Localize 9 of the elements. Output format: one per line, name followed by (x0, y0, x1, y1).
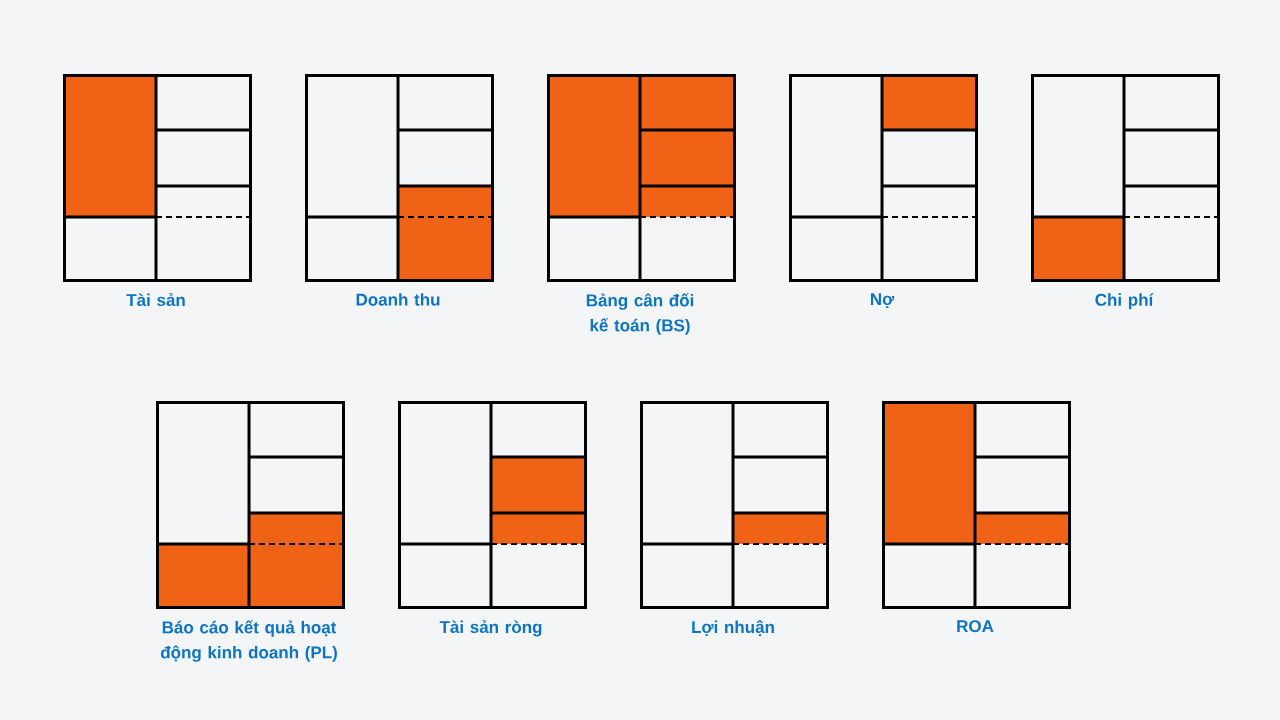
node-label: Báo cáo kết quả hoạt động kinh doanh (PL) (160, 620, 337, 662)
node-label: Tài sản ròng (439, 620, 542, 637)
node-label: Bảng cân đối kế toán (BS) (586, 293, 694, 335)
node-label: Nợ (870, 293, 895, 308)
node-label: Lợi nhuận (692, 620, 774, 636)
node-label: Doanh thu (356, 293, 440, 306)
node-label: ROA (957, 620, 994, 633)
node-label: Tài sản (126, 293, 185, 307)
node-label: Chi phí (1095, 293, 1154, 310)
